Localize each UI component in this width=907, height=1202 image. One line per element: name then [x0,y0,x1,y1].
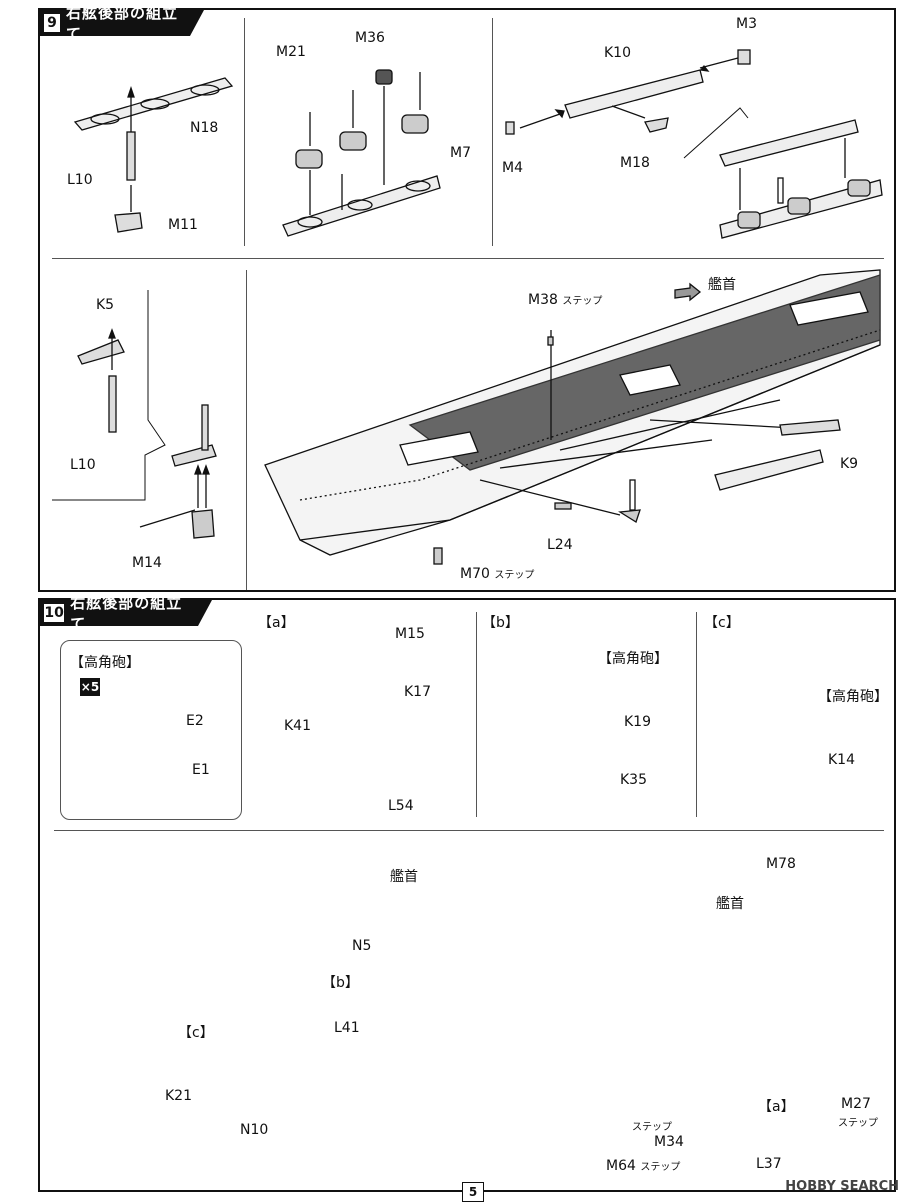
label-m18: M18 [620,155,650,171]
label-m3: M3 [736,16,757,32]
watermark: HOBBY SEARCH [785,1179,899,1194]
label-m21: M21 [276,44,306,60]
sub-c: 【c】 [704,615,740,631]
label-a-tag: 【a】 [758,1099,795,1115]
label-l54: L54 [388,798,414,814]
label-k5: K5 [96,297,115,313]
inset-title: 【高角砲】 [70,655,140,671]
label-e2: E2 [186,713,204,729]
label-m64-text: M64 [606,1158,636,1174]
label-bow-10-right: 艦首 [716,896,744,912]
label-m27: M27 [841,1096,871,1112]
page-number: 5 [462,1182,484,1202]
step9-divider-row [52,258,884,259]
step9-title: 右舷後部の組立て [66,4,179,43]
label-m38-text: M38 [528,292,558,308]
label-m7: M7 [450,145,471,161]
kokakuho-inset [60,640,242,820]
step9-header: 9 右舷後部の組立て [40,4,204,43]
label-l37: L37 [756,1156,782,1172]
label-n5: N5 [352,938,372,954]
label-m34: M34 [654,1134,684,1150]
label-l41: L41 [334,1020,360,1036]
step10-header: 10 右舷後部の組立て [40,594,212,633]
label-l10-b: L10 [70,457,96,473]
label-k35: K35 [620,772,647,788]
label-e1: E1 [192,762,210,778]
step10-number: 10 [44,604,65,622]
label-m38-step: ステップ [562,296,603,307]
multiplier-badge: ×5 [80,678,100,696]
label-m78: M78 [766,856,796,872]
label-kokakuho-c: 【高角砲】 [818,689,888,705]
step9-divider-1 [244,18,245,246]
label-k19: K19 [624,714,651,730]
sub-b: 【b】 [482,615,519,631]
label-m64: M64 ステップ [606,1158,680,1174]
label-m14: M14 [132,555,162,571]
label-m11: M11 [168,217,198,233]
label-k10: K10 [604,45,631,61]
label-k41: K41 [284,718,311,734]
label-k17: K17 [404,684,431,700]
label-bow-9: 艦首 [708,277,736,293]
label-l10-a: L10 [67,172,93,188]
label-k9: K9 [840,456,859,472]
label-m64-step: ステップ [640,1162,681,1173]
label-k21: K21 [165,1088,192,1104]
label-bow-10-left: 艦首 [390,869,418,885]
step9-number: 9 [44,14,61,32]
step10-divider-1 [476,612,477,817]
label-m70: M70 ステップ [460,566,534,582]
label-m27-step: ステップ [838,1118,878,1129]
label-m4: M4 [502,160,523,176]
label-m70-step: ステップ [494,570,535,581]
label-b-tag: 【b】 [322,975,359,991]
label-n18: N18 [190,120,219,136]
label-n10: N10 [240,1122,269,1138]
step9-divider-2 [492,18,493,246]
label-m70-text: M70 [460,566,490,582]
step10-divider-row [54,830,884,831]
step9-divider-3 [246,270,247,590]
label-k14: K14 [828,752,855,768]
label-l24: L24 [547,537,573,553]
label-kokakuho-b: 【高角砲】 [598,651,668,667]
label-c-tag: 【c】 [178,1025,214,1041]
label-m34-step: ステップ [632,1122,672,1133]
step10-divider-2 [696,612,697,817]
label-m36: M36 [355,30,385,46]
step10-title: 右舷後部の組立て [70,594,183,633]
label-m15: M15 [395,626,425,642]
sub-a: 【a】 [258,615,295,631]
label-m38: M38 ステップ [528,292,602,308]
